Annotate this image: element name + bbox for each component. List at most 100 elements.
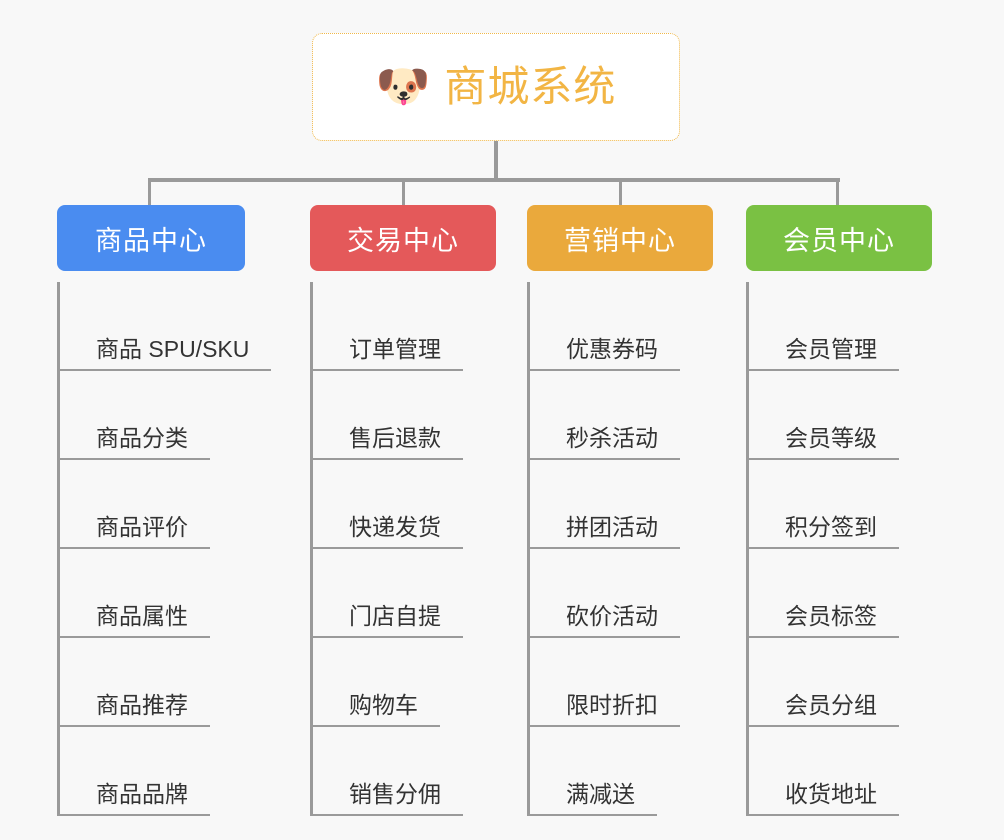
category-header-label: 会员中心	[783, 225, 895, 256]
connector-drop-marketing	[619, 178, 622, 206]
leaf-underline: 商品 SPU/SKU	[60, 335, 272, 371]
dog-face-icon: 🐶	[375, 62, 431, 111]
leaf-item[interactable]: 收货地址	[746, 727, 932, 816]
category-header-marketing-center[interactable]: 营销中心	[527, 205, 713, 271]
leaf-label: 秒杀活动	[566, 424, 658, 451]
leaf-underline: 会员分组	[749, 692, 899, 727]
leaf-label: 商品品牌	[96, 780, 188, 807]
leaf-item[interactable]: 砍价活动	[527, 549, 713, 638]
category-header-product-center[interactable]: 商品中心	[57, 205, 245, 271]
leaf-item[interactable]: 门店自提	[310, 549, 496, 638]
category-header-trade-center[interactable]: 交易中心	[310, 205, 496, 271]
leaf-underline: 限时折扣	[530, 692, 680, 727]
leaf-label: 快递发货	[349, 513, 441, 540]
leaf-underline: 商品评价	[60, 514, 210, 549]
leaf-item[interactable]: 销售分佣	[310, 727, 496, 816]
leaf-label: 售后退款	[349, 424, 441, 451]
leaf-item[interactable]: 优惠券码	[527, 282, 713, 371]
leaf-label: 限时折扣	[566, 691, 658, 718]
connector-drop-member	[836, 178, 839, 206]
leaf-underline: 秒杀活动	[530, 425, 680, 460]
leaf-underline: 会员标签	[749, 603, 899, 638]
leaf-rail	[527, 282, 530, 816]
leaf-item[interactable]: 售后退款	[310, 371, 496, 460]
column-member-center: 会员中心 会员管理 会员等级 积分签到 会员标签	[746, 205, 932, 816]
leaf-label: 会员等级	[785, 424, 877, 451]
leaf-label: 商品评价	[96, 513, 188, 540]
leaf-item[interactable]: 积分签到	[746, 460, 932, 549]
category-header-label: 商品中心	[95, 225, 207, 256]
leaf-list-marketing-center: 优惠券码 秒杀活动 拼团活动 砍价活动 限时折扣	[527, 282, 713, 816]
leaf-item[interactable]: 商品属性	[57, 549, 245, 638]
leaf-underline: 拼团活动	[530, 514, 680, 549]
leaf-underline: 会员管理	[749, 336, 899, 371]
leaf-underline: 门店自提	[313, 603, 463, 638]
leaf-underline: 商品推荐	[60, 692, 210, 727]
category-header-label: 交易中心	[347, 225, 459, 256]
column-product-center: 商品中心 商品 SPU/SKU 商品分类 商品评价 商品属性	[57, 205, 272, 816]
leaf-label: 销售分佣	[349, 780, 441, 807]
leaf-underline: 销售分佣	[313, 781, 463, 816]
leaf-item[interactable]: 拼团活动	[527, 460, 713, 549]
leaf-underline: 售后退款	[313, 425, 463, 460]
leaf-label: 商品推荐	[96, 691, 188, 718]
leaf-label: 订单管理	[349, 335, 441, 362]
leaf-rail	[310, 282, 313, 816]
leaf-underline: 优惠券码	[530, 336, 680, 371]
connector-root-stem	[494, 141, 498, 181]
leaf-item[interactable]: 快递发货	[310, 460, 496, 549]
connector-drop-product	[148, 178, 151, 206]
leaf-item[interactable]: 商品推荐	[57, 638, 245, 727]
leaf-item[interactable]: 商品品牌	[57, 727, 245, 816]
leaf-label: 优惠券码	[566, 335, 658, 362]
leaf-label: 积分签到	[785, 513, 877, 540]
leaf-label: 购物车	[349, 691, 418, 718]
column-marketing-center: 营销中心 优惠券码 秒杀活动 拼团活动 砍价活动	[527, 205, 713, 816]
connector-horizontal-bus	[148, 178, 840, 182]
category-header-member-center[interactable]: 会员中心	[746, 205, 932, 271]
leaf-item[interactable]: 商品评价	[57, 460, 245, 549]
leaf-underline: 积分签到	[749, 514, 899, 549]
leaf-label: 会员分组	[785, 691, 877, 718]
leaf-label: 商品属性	[96, 602, 188, 629]
leaf-rail	[57, 282, 60, 816]
leaf-label: 商品 SPU/SKU	[96, 335, 250, 362]
leaf-label: 会员标签	[785, 602, 877, 629]
leaf-underline: 快递发货	[313, 514, 463, 549]
leaf-item[interactable]: 会员标签	[746, 549, 932, 638]
leaf-underline: 收货地址	[749, 781, 899, 816]
leaf-label: 会员管理	[785, 335, 877, 362]
leaf-underline: 砍价活动	[530, 603, 680, 638]
leaf-item[interactable]: 会员管理	[746, 282, 932, 371]
leaf-item[interactable]: 会员等级	[746, 371, 932, 460]
leaf-underline: 会员等级	[749, 425, 899, 460]
leaf-item[interactable]: 秒杀活动	[527, 371, 713, 460]
root-title: 商城系统	[444, 63, 617, 110]
leaf-item[interactable]: 会员分组	[746, 638, 932, 727]
leaf-item[interactable]: 商品 SPU/SKU	[57, 282, 272, 371]
leaf-item[interactable]: 购物车	[310, 638, 496, 727]
leaf-rail	[746, 282, 749, 816]
leaf-list-member-center: 会员管理 会员等级 积分签到 会员标签 会员分组	[746, 282, 932, 816]
leaf-list-product-center: 商品 SPU/SKU 商品分类 商品评价 商品属性 商品推荐	[57, 282, 272, 816]
leaf-item[interactable]: 满减送	[527, 727, 713, 816]
leaf-label: 砍价活动	[566, 602, 658, 629]
leaf-underline: 商品品牌	[60, 781, 210, 816]
leaf-label: 门店自提	[349, 602, 441, 629]
leaf-item[interactable]: 商品分类	[57, 371, 245, 460]
leaf-underline: 满减送	[530, 781, 657, 816]
leaf-label: 满减送	[566, 780, 635, 807]
column-trade-center: 交易中心 订单管理 售后退款 快递发货 门店自提	[310, 205, 496, 816]
leaf-item[interactable]: 限时折扣	[527, 638, 713, 727]
leaf-label: 商品分类	[96, 424, 188, 451]
root-node[interactable]: 🐶 商城系统	[312, 33, 680, 141]
leaf-item[interactable]: 订单管理	[310, 282, 496, 371]
leaf-underline: 商品分类	[60, 425, 210, 460]
leaf-list-trade-center: 订单管理 售后退款 快递发货 门店自提 购物车	[310, 282, 496, 816]
category-header-label: 营销中心	[564, 225, 676, 256]
leaf-underline: 购物车	[313, 692, 440, 727]
connector-drop-trade	[402, 178, 405, 206]
leaf-underline: 订单管理	[313, 336, 463, 371]
leaf-label: 收货地址	[785, 780, 877, 807]
